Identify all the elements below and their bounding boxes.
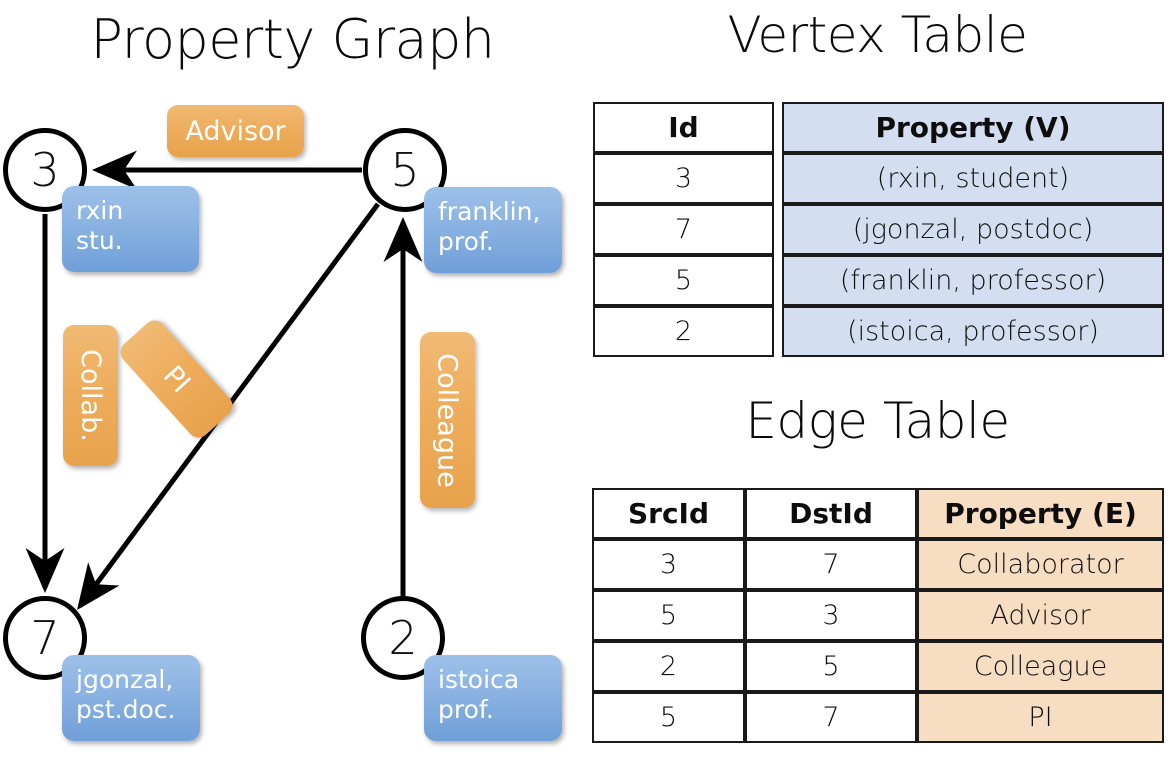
edge-cell-dstid: 5 [745, 641, 917, 692]
edge-label-colleague[interactable]: Colleague [420, 332, 475, 508]
node-property-5-line1: franklin, [438, 197, 541, 226]
vertex-table-column-gap [774, 204, 782, 255]
vertex-table-header-id: Id [593, 102, 774, 153]
node-property-box-3[interactable]: rxin stu. [62, 186, 199, 272]
vertex-table-column-gap [774, 153, 782, 204]
vertex-cell-property: (rxin, student) [782, 153, 1164, 204]
table-row[interactable]: 5 7 PI [592, 692, 1164, 743]
graph-node-2[interactable]: 2 [361, 596, 445, 680]
edge-table-header-row: SrcId DstId Property (E) [592, 488, 1164, 539]
vertex-cell-id: 2 [593, 306, 774, 357]
node-property-7-line2: pst.doc. [76, 694, 176, 724]
edge-table-header-dstid: DstId [745, 488, 917, 539]
edge-table-header-property: Property (E) [917, 488, 1164, 539]
edge-label-collab-text: Collab. [75, 349, 106, 442]
edge-cell-srcid: 5 [592, 590, 745, 641]
property-graph-diagram: 3 5 7 2 rxin stu. franklin, prof. jgonza… [3, 105, 562, 741]
edge-label-colleague-text: Colleague [432, 352, 463, 488]
edge-table-header-srcid: SrcId [592, 488, 745, 539]
edge-cell-dstid: 7 [745, 539, 917, 590]
edge-cell-property: Advisor [917, 590, 1164, 641]
vertex-cell-property: (istoica, professor) [782, 306, 1164, 357]
node-property-2-line2: prof. [438, 694, 494, 724]
edge-cell-dstid: 3 [745, 590, 917, 641]
edge-cell-property: Collaborator [917, 539, 1164, 590]
edge-cell-property: Colleague [917, 641, 1164, 692]
edge-cell-property: PI [917, 692, 1164, 743]
node-property-box-7[interactable]: jgonzal, pst.doc. [62, 655, 200, 741]
page-title-property-graph: Property Graph [90, 8, 495, 71]
edge-label-advisor[interactable]: Advisor [167, 105, 304, 157]
edge-label-pi-text: PI [156, 359, 197, 399]
vertex-table-column-gap [774, 306, 782, 357]
edge-cell-srcid: 5 [592, 692, 745, 743]
page-title-vertex-table: Vertex Table [727, 6, 1028, 64]
vertex-cell-id: 3 [593, 153, 774, 204]
node-property-2-line1: istoica [438, 665, 520, 694]
edge-label-advisor-text: Advisor [185, 115, 286, 147]
node-property-box-5[interactable]: franklin, prof. [424, 187, 562, 273]
node-property-3-line2: stu. [76, 225, 123, 255]
table-row[interactable]: 3 (rxin, student) [593, 153, 1164, 204]
vertex-table: Id Property (V) 3 (rxin, student) 7 (jgo… [593, 102, 1164, 357]
edge-cell-srcid: 3 [592, 539, 745, 590]
table-row[interactable]: 2 (istoica, professor) [593, 306, 1164, 357]
vertex-cell-property: (franklin, professor) [782, 255, 1164, 306]
edge-cell-srcid: 2 [592, 641, 745, 692]
page-title-edge-table: Edge Table [745, 392, 1010, 450]
vertex-table-column-gap [774, 255, 782, 306]
node-property-3-line1: rxin [76, 196, 124, 225]
edge-table: SrcId DstId Property (E) 3 7 Collaborato… [592, 488, 1164, 743]
node-property-box-2[interactable]: istoica prof. [424, 655, 562, 741]
node-property-5-line2: prof. [438, 226, 494, 256]
vertex-cell-id: 5 [593, 255, 774, 306]
vertex-table-header-property: Property (V) [782, 102, 1164, 153]
vertex-cell-id: 7 [593, 204, 774, 255]
graph-node-5[interactable]: 5 [363, 128, 447, 212]
table-row[interactable]: 5 3 Advisor [592, 590, 1164, 641]
table-row[interactable]: 3 7 Collaborator [592, 539, 1164, 590]
vertex-table-column-gap [774, 102, 782, 153]
table-row[interactable]: 2 5 Colleague [592, 641, 1164, 692]
table-row[interactable]: 7 (jgonzal, postdoc) [593, 204, 1164, 255]
vertex-table-header-row: Id Property (V) [593, 102, 1164, 153]
edge-label-collab[interactable]: Collab. [63, 325, 118, 466]
table-row[interactable]: 5 (franklin, professor) [593, 255, 1164, 306]
node-property-7-line1: jgonzal, [76, 665, 174, 694]
vertex-cell-property: (jgonzal, postdoc) [782, 204, 1164, 255]
edge-cell-dstid: 7 [745, 692, 917, 743]
